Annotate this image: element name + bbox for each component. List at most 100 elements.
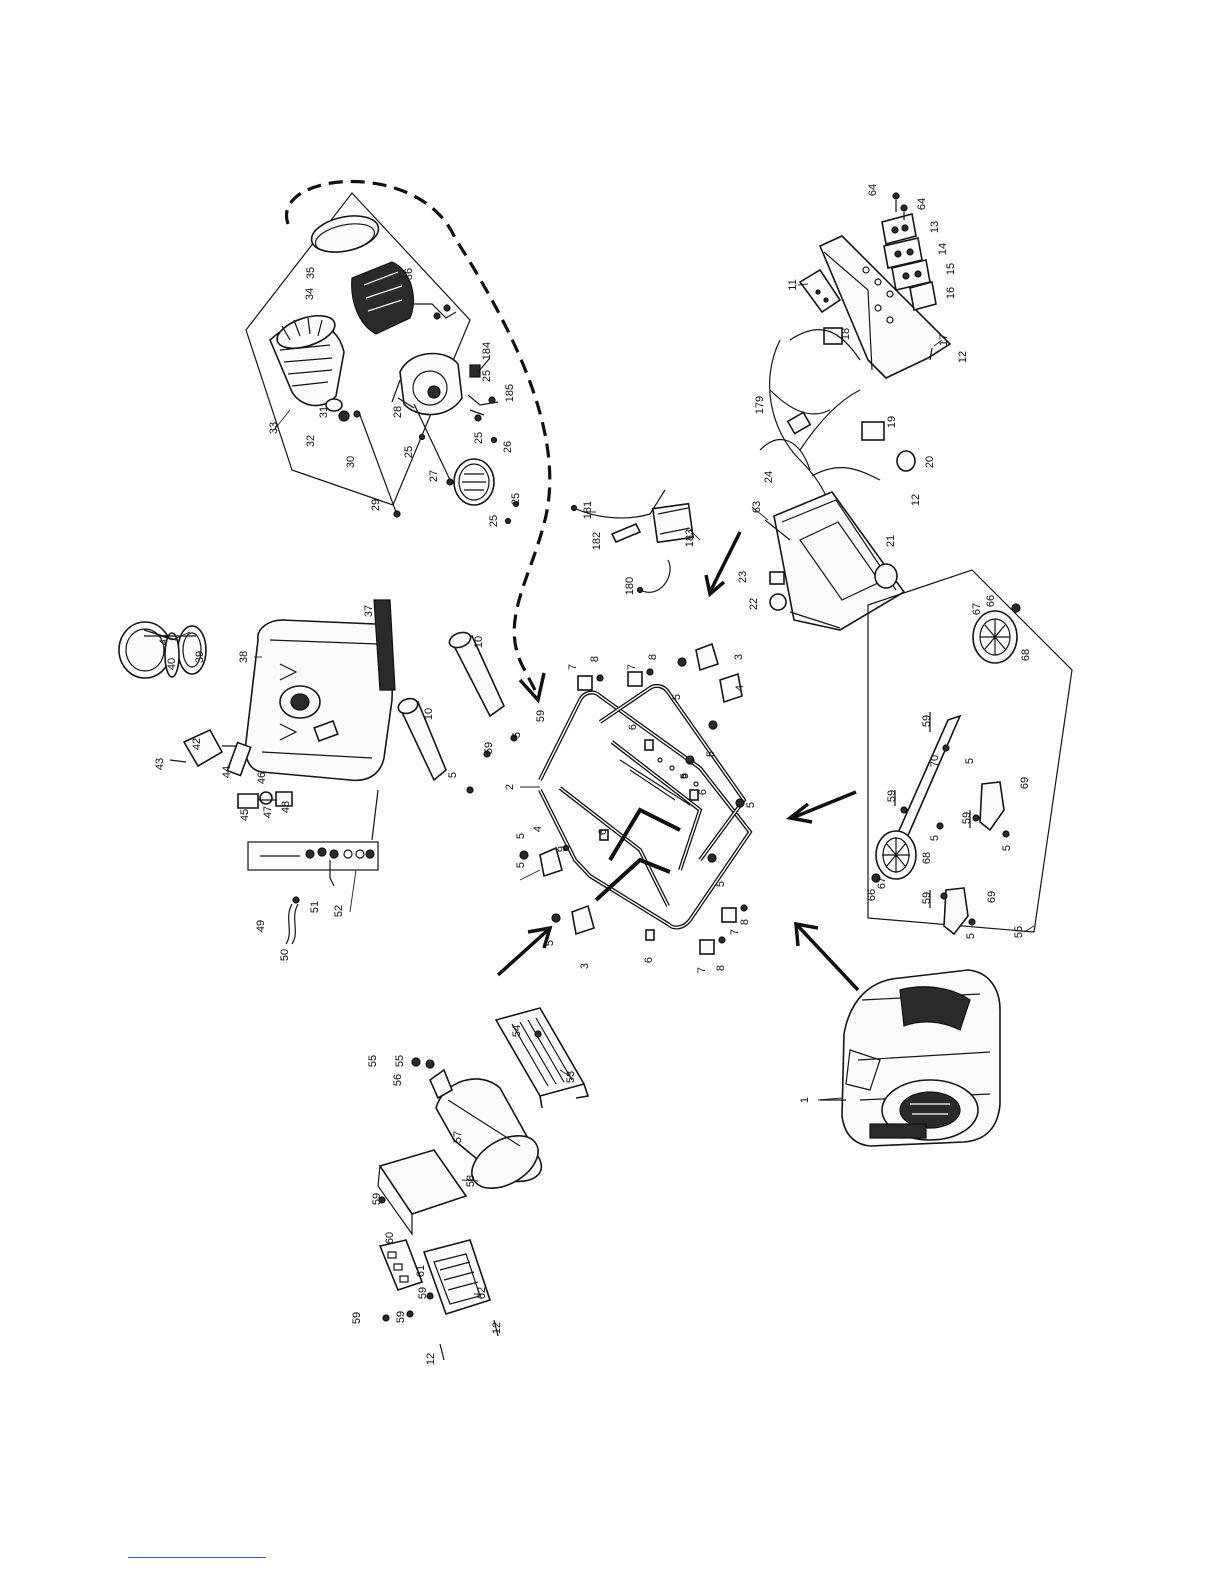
footer-rule	[128, 1557, 266, 1558]
part-label-48: 48	[280, 801, 292, 813]
part-label-5c: 5	[515, 833, 527, 839]
part-label-28: 28	[392, 406, 404, 418]
part-label-179: 179	[754, 396, 766, 414]
part-label-18: 18	[840, 328, 852, 340]
part-label-181: 181	[582, 501, 594, 519]
part-label-40: 40	[166, 658, 178, 670]
part-label-59g: 59	[921, 715, 933, 727]
part-label-5f: 5	[715, 881, 727, 887]
part-label-44: 44	[221, 766, 233, 778]
part-label-5l: 5	[929, 835, 941, 841]
muffler-arrow	[496, 928, 550, 977]
part-label-66a: 66	[985, 595, 997, 607]
part-label-59f: 59	[351, 1312, 363, 1324]
part-label-16: 16	[945, 287, 957, 299]
part-label-5m: 5	[1001, 845, 1013, 851]
part-label-5b: 5	[705, 751, 717, 757]
part-label-7a: 7	[567, 664, 579, 670]
part-label-12d: 12	[491, 1322, 503, 1334]
part-label-55: 55	[394, 1055, 406, 1067]
part-label-33: 33	[268, 422, 280, 434]
part-label-34: 34	[304, 288, 316, 300]
part-label-56: 56	[392, 1074, 404, 1086]
part-label-59d: 59	[417, 1287, 429, 1299]
part-label-5a: 5	[671, 694, 683, 700]
part-label-26: 26	[502, 441, 514, 453]
part-label-13: 13	[929, 221, 941, 233]
part-label-70: 70	[929, 755, 941, 767]
part-label-59i: 59	[961, 812, 973, 824]
part-label-41: 41	[158, 633, 170, 645]
part-label-55b: 55	[367, 1055, 379, 1067]
part-label-43: 43	[154, 758, 166, 770]
part-label-10a: 10	[473, 636, 485, 648]
part-label-50: 50	[279, 949, 291, 961]
part-label-27: 27	[428, 470, 440, 482]
part-label-6c: 6	[597, 829, 609, 835]
part-label-25c: 25	[473, 432, 485, 444]
part-label-68b: 68	[921, 852, 933, 864]
part-label-69a: 69	[1019, 777, 1031, 789]
part-label-2: 2	[504, 784, 516, 790]
part-label-59e: 59	[395, 1311, 407, 1323]
part-label-6b: 6	[697, 789, 709, 795]
part-label-55c: 55	[1013, 926, 1025, 938]
part-label-25a: 25	[481, 370, 493, 382]
part-label-8d: 8	[715, 965, 727, 971]
part-label-25e: 25	[488, 515, 500, 527]
part-label-52: 52	[333, 905, 345, 917]
part-label-7c: 7	[729, 929, 741, 935]
part-label-8a: 8	[589, 656, 601, 662]
part-label-10b: 10	[423, 708, 435, 720]
part-label-45: 45	[239, 809, 251, 821]
part-label-6d: 6	[643, 957, 655, 963]
muffler-arrowhead	[527, 925, 553, 949]
part-label-12b: 12	[910, 494, 922, 506]
part-label-9: 9	[556, 846, 568, 852]
part-label-7b: 7	[626, 664, 638, 670]
part-label-5j: 5	[679, 773, 691, 779]
part-label-42: 42	[191, 738, 203, 750]
engine-arrow	[796, 924, 860, 992]
part-label-59h: 59	[886, 790, 898, 802]
wheel-kit-arrow	[791, 790, 857, 820]
part-label-23: 23	[737, 571, 749, 583]
part-label-17: 17	[938, 334, 950, 346]
muffler-assembly	[377, 1007, 590, 1361]
part-label-19: 19	[886, 416, 898, 428]
engine-arrowhead	[794, 921, 819, 947]
part-label-68a: 68	[1020, 649, 1032, 661]
part-label-67b: 67	[876, 877, 888, 889]
part-label-30: 30	[345, 456, 357, 468]
part-label-5k: 5	[964, 758, 976, 764]
wheel-kit-arrowhead	[785, 802, 813, 824]
part-label-182: 182	[591, 532, 603, 550]
part-label-64a: 64	[867, 184, 879, 196]
part-label-54: 54	[511, 1025, 523, 1037]
part-label-7d: 7	[696, 967, 708, 973]
part-label-36: 36	[403, 268, 415, 280]
part-label-59c: 59	[371, 1193, 383, 1205]
connector-arrowhead	[518, 672, 546, 704]
part-label-5e: 5	[745, 802, 757, 808]
part-label-57: 57	[452, 1131, 464, 1143]
part-label-29: 29	[370, 499, 382, 511]
part-label-64b: 64	[916, 198, 928, 210]
part-label-5d: 5	[515, 862, 527, 868]
part-label-59a: 59	[535, 710, 547, 722]
part-label-12a: 12	[957, 351, 969, 363]
part-label-6a: 6	[627, 724, 639, 730]
assembly-connector-dashed	[284, 179, 552, 691]
part-label-3b: 3	[579, 963, 591, 969]
part-label-1: 1	[799, 1097, 811, 1103]
part-label-46: 46	[256, 772, 268, 784]
part-label-51: 51	[309, 901, 321, 913]
part-label-15: 15	[945, 263, 957, 275]
part-label-3a: 3	[733, 654, 745, 660]
main-frame	[519, 642, 753, 955]
part-label-49: 49	[255, 920, 267, 932]
part-label-25d: 25	[510, 493, 522, 505]
part-label-185: 185	[504, 384, 516, 402]
